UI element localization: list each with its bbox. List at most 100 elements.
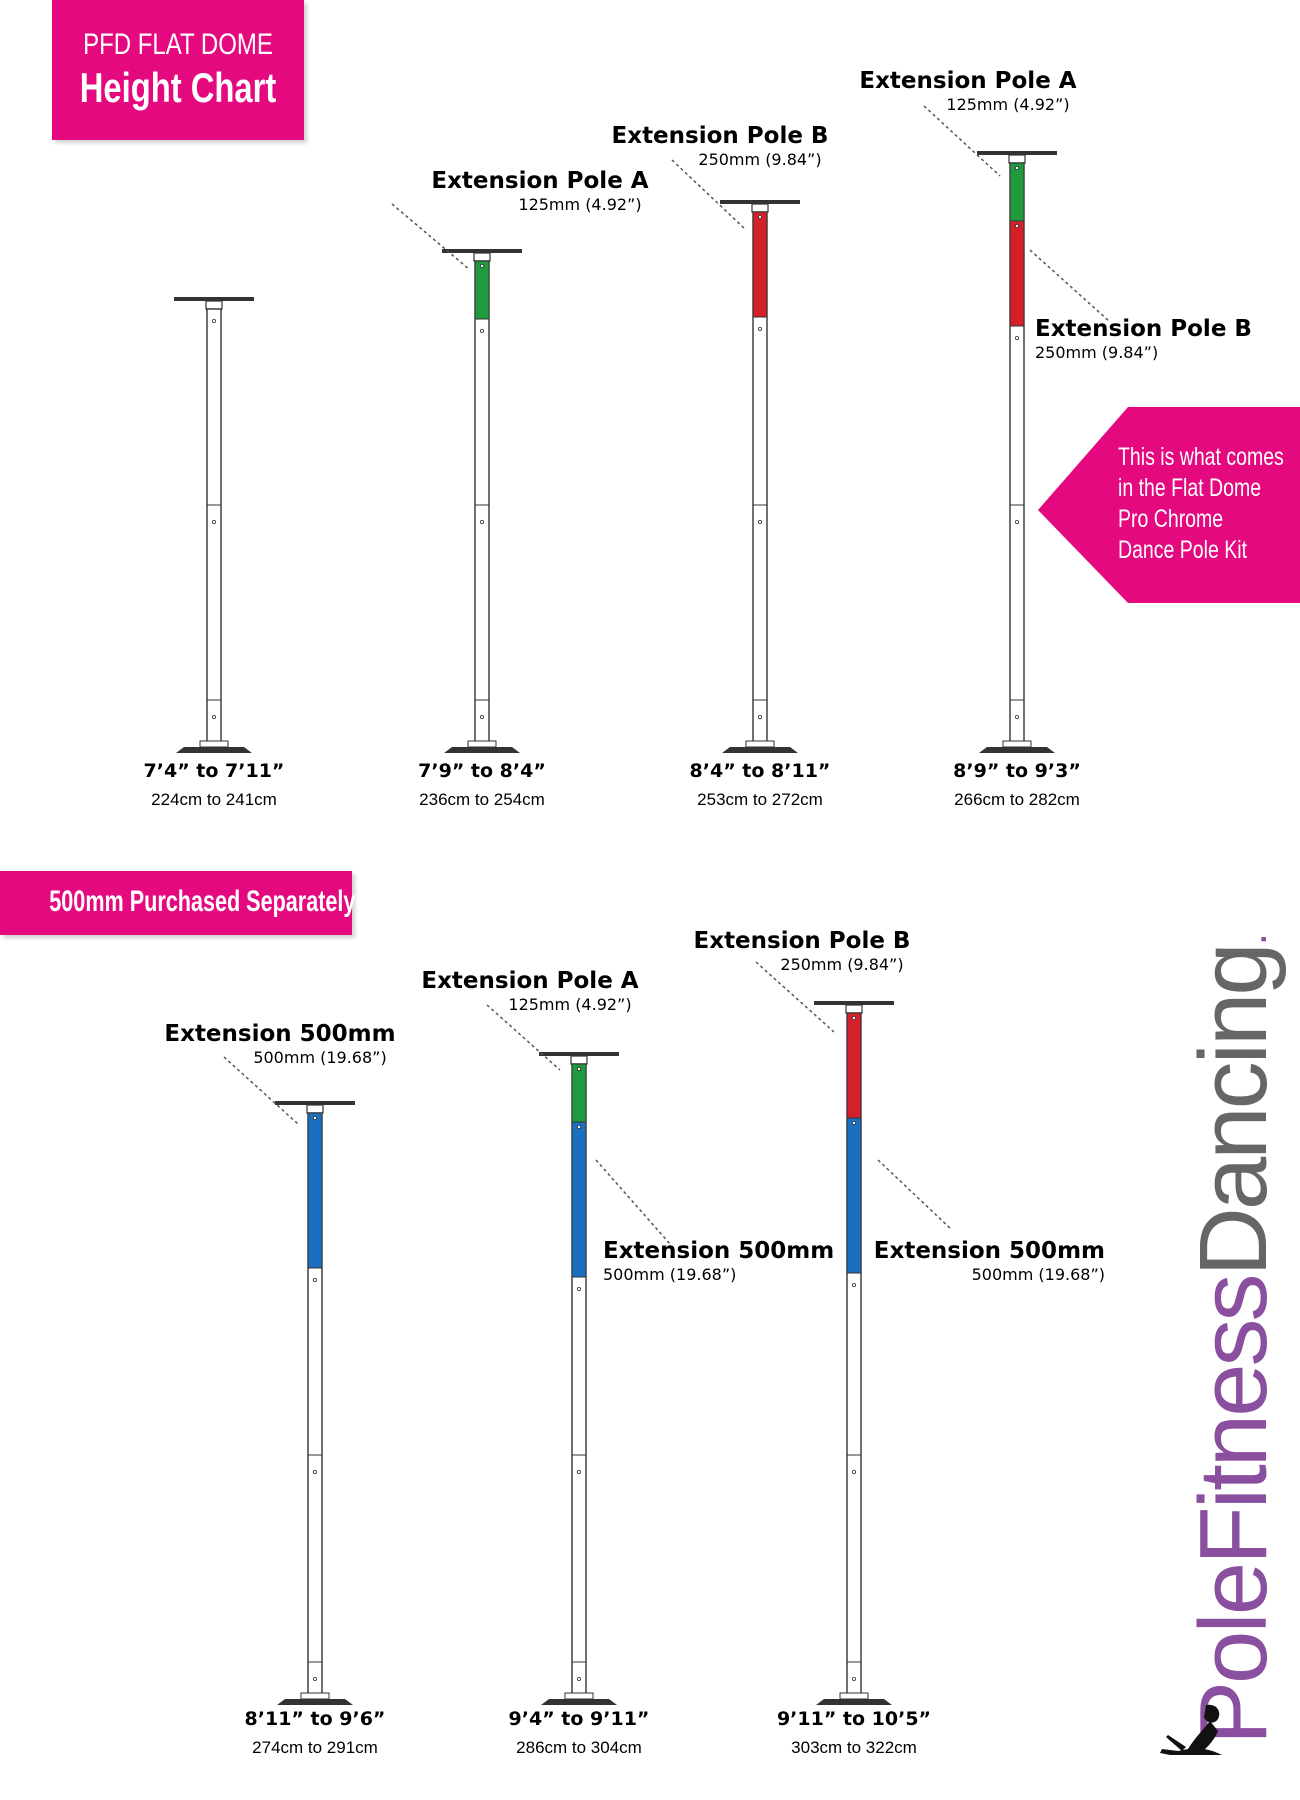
base-plate [816, 1699, 892, 1705]
brand-logo: PoleFitnessDancing.com [1160, 935, 1287, 1755]
base-plate [277, 1699, 353, 1705]
pin-hole [852, 1121, 857, 1126]
top-fitting [570, 1055, 588, 1065]
pin-hole [1015, 520, 1020, 525]
top-dome-plate [442, 249, 522, 253]
height-range-metric: 253cm to 272cm [697, 790, 823, 809]
poles-layer [174, 151, 1057, 1705]
base-plate [444, 747, 520, 753]
base-plate [979, 747, 1055, 753]
section-label-box: 500mm Purchased Separately [0, 871, 356, 935]
extension-size-label: 125mm (4.92”) [518, 195, 641, 214]
top-dome-plate [174, 297, 254, 301]
extension-size-label: 125mm (4.92”) [946, 95, 1069, 114]
extension-name-label: Extension Pole A [431, 168, 648, 194]
extension-segment [1009, 220, 1025, 327]
pin-hole [852, 1677, 857, 1682]
base-collar [839, 1692, 869, 1700]
pin-hole [1015, 165, 1020, 170]
top-fitting [845, 1004, 863, 1014]
leader-line [486, 1004, 561, 1071]
pin-hole [758, 214, 763, 219]
pin-hole [577, 1677, 582, 1682]
brand-part1: PoleFitness [1180, 1276, 1287, 1745]
top-dome-plate [977, 151, 1057, 155]
height-range-imperial: 9’4” to 9’11” [509, 1708, 650, 1730]
top-dome-plate [814, 1001, 894, 1005]
header-box: PFD FLAT DOME Height Chart [52, 0, 304, 140]
extension-segment [752, 211, 768, 318]
extension-name-label: Extension Pole A [859, 68, 1076, 94]
pin-hole [1015, 223, 1020, 228]
kit-callout-arrow [1038, 407, 1300, 603]
pin-hole [577, 1287, 582, 1292]
header-title: Height Chart [79, 64, 277, 111]
leader-line [391, 203, 471, 271]
leader-line [223, 1056, 299, 1125]
extension-segment [571, 1121, 587, 1278]
labels-layer: 7’4” to 7’11” 224cm to 241cm 7’9” to 8’4” 2… [144, 68, 1252, 1757]
height-range-imperial: 7’9” to 8’4” [418, 760, 546, 782]
pin-hole [211, 520, 216, 525]
extension-size-label: 500mm (19.68”) [972, 1265, 1105, 1284]
kit-callout-line: Dance Pole Kit [1118, 536, 1247, 564]
pin-hole [479, 263, 484, 268]
extension-size-label: 500mm (19.68”) [253, 1048, 386, 1067]
pole-tube [474, 260, 490, 744]
extension-name-label: Extension Pole B [612, 123, 829, 149]
pin-hole [758, 715, 763, 720]
top-fitting [1008, 154, 1026, 164]
extension-name-label: Extension Pole B [694, 928, 911, 954]
leader-line [671, 159, 745, 229]
pin-hole [312, 1470, 317, 1475]
height-range-metric: 224cm to 241cm [151, 790, 277, 809]
kit-callout-line: This is what comes [1118, 443, 1284, 471]
height-range-imperial: 8’11” to 9’6” [245, 1708, 386, 1730]
base-collar [564, 1692, 594, 1700]
extension-segment [846, 1012, 862, 1119]
pin-hole [211, 715, 216, 720]
height-range-imperial: 7’4” to 7’11” [144, 760, 285, 782]
pin-hole [852, 1470, 857, 1475]
extension-name-label: Extension Pole A [421, 968, 638, 994]
top-dome-plate [275, 1101, 355, 1105]
pin-hole [577, 1470, 582, 1475]
extension-name-label: Extension 500mm [874, 1238, 1105, 1264]
pin-hole [312, 1116, 317, 1121]
pin-hole [577, 1067, 582, 1072]
pin-hole [312, 1278, 317, 1283]
leader-line [923, 105, 1001, 177]
top-fitting [306, 1104, 324, 1114]
section-label: 500mm Purchased Separately [49, 885, 356, 918]
brand-logo-text: PoleFitnessDancing.com [1180, 935, 1287, 1745]
base-collar [300, 1692, 330, 1700]
brand-suffix: .com [1227, 935, 1276, 945]
dance-pole [539, 1052, 619, 1705]
extension-size-label: 250mm (9.84”) [698, 150, 821, 169]
top-fitting [473, 252, 491, 262]
height-range-imperial: 9’11” to 10’5” [777, 1708, 931, 1730]
base-plate [722, 747, 798, 753]
dance-pole [442, 249, 522, 753]
height-range-metric: 266cm to 282cm [954, 790, 1080, 809]
kit-callout-text: This is what comes in the Flat Dome Pro … [1118, 442, 1284, 566]
height-range-imperial: 8’4” to 8’11” [690, 760, 831, 782]
pin-hole [852, 1283, 857, 1288]
base-plate [541, 1699, 617, 1705]
dance-pole [977, 151, 1057, 753]
height-range-metric: 236cm to 254cm [419, 790, 545, 809]
leader-line [1029, 249, 1111, 323]
dance-pole [174, 297, 254, 753]
pin-hole [758, 520, 763, 525]
pin-hole [1015, 715, 1020, 720]
dance-pole [275, 1101, 355, 1705]
top-fitting [205, 300, 223, 310]
leader-line [595, 1159, 671, 1245]
kit-callout-line: in the Flat Dome [1118, 474, 1262, 502]
leader-line [877, 1159, 953, 1231]
pin-hole [211, 318, 216, 323]
extension-size-label: 125mm (4.92”) [508, 995, 631, 1014]
extension-size-label: 250mm (9.84”) [780, 955, 903, 974]
extension-segment [571, 1063, 587, 1123]
pin-hole [479, 520, 484, 525]
